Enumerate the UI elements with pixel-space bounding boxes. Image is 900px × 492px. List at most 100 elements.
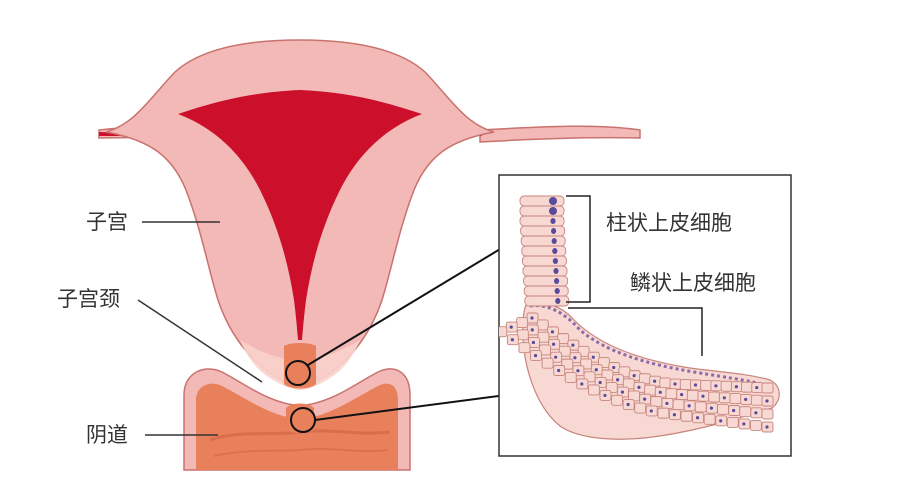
- nucleus: [653, 379, 657, 383]
- nucleus: [755, 385, 759, 390]
- nucleus: [632, 374, 636, 378]
- nucleus: [649, 409, 653, 413]
- squamous-cell: [665, 388, 678, 400]
- nucleus: [687, 404, 691, 408]
- squamous-cell: [741, 381, 754, 393]
- uterus-label: 子宫: [86, 210, 128, 234]
- nucleus: [555, 298, 561, 304]
- squamous-cell: [686, 389, 699, 401]
- nucleus: [722, 396, 726, 400]
- connector-line-top: [307, 227, 536, 366]
- nucleus: [550, 218, 556, 224]
- nucleus: [554, 288, 560, 294]
- squamous-cell: [761, 382, 774, 394]
- nucleus: [620, 390, 625, 394]
- nucleus: [573, 356, 577, 360]
- nucleus: [701, 394, 705, 398]
- squamous-cell: [564, 372, 577, 383]
- nucleus: [552, 248, 558, 254]
- nucleus: [594, 368, 598, 372]
- nucleus: [591, 355, 595, 359]
- nucleus: [742, 422, 746, 426]
- epithelium-illustration: [499, 195, 780, 440]
- nucleus: [603, 393, 607, 398]
- squamous-label: 鳞状上皮细胞: [630, 271, 756, 295]
- squamous-cell: [750, 394, 763, 406]
- squamous-cell: [557, 333, 570, 345]
- nucleus: [719, 419, 723, 423]
- nucleus: [765, 399, 769, 403]
- columnar-zone-circle: [285, 360, 311, 386]
- nucleus: [658, 390, 662, 394]
- nucleus: [531, 340, 536, 345]
- columnar-cell: [523, 275, 569, 287]
- nucleus: [637, 385, 641, 389]
- nucleus: [549, 197, 557, 205]
- squamous-cell: [703, 413, 716, 425]
- nucleus: [709, 406, 713, 410]
- squamous-cell: [729, 393, 742, 405]
- squamous-cell: [499, 326, 508, 338]
- nucleus: [673, 382, 677, 386]
- nucleus: [551, 228, 557, 234]
- nucleus: [693, 383, 698, 387]
- columnar-cell: [519, 205, 565, 217]
- nucleus: [533, 353, 538, 358]
- squamous-cell: [659, 377, 672, 389]
- nucleus: [549, 207, 557, 215]
- nucleus: [576, 369, 580, 373]
- nucleus: [510, 338, 514, 342]
- squamous-cell: [657, 407, 670, 419]
- nucleus: [665, 401, 669, 406]
- columnar-cell: [520, 225, 566, 237]
- nucleus: [714, 384, 718, 388]
- nucleus: [695, 416, 700, 420]
- squamous-cell: [634, 402, 647, 414]
- nucleus: [552, 342, 556, 346]
- squamous-cell: [708, 391, 721, 403]
- nucleus: [754, 411, 758, 415]
- columnar-cell: [523, 285, 569, 297]
- columnar-cell: [519, 195, 565, 207]
- nucleus: [550, 330, 555, 334]
- vagina-label: 阴道: [86, 423, 128, 447]
- vagina: [183, 368, 411, 471]
- columnar-label: 柱状上皮细胞: [606, 211, 732, 235]
- cervix-label: 子宫颈: [57, 287, 120, 311]
- nucleus: [626, 402, 630, 407]
- columnar-cell: [522, 265, 568, 277]
- nucleus: [509, 325, 513, 329]
- nucleus: [598, 380, 602, 385]
- nucleus: [672, 413, 677, 417]
- nucleus: [557, 368, 561, 373]
- squamous-cell: [650, 396, 663, 408]
- columnar-cell: [519, 215, 565, 227]
- squamous-cell: [720, 380, 733, 392]
- squamous-cell: [672, 399, 685, 411]
- nucleus: [580, 382, 584, 386]
- cervix-leader: [137, 299, 263, 383]
- nucleus: [551, 238, 557, 244]
- nucleus: [734, 385, 738, 389]
- nucleus: [612, 365, 616, 370]
- columnar-cell: [520, 235, 566, 247]
- columnar-cell: [524, 295, 570, 307]
- squamous-cell: [516, 317, 529, 328]
- squamous-cell: [539, 344, 552, 356]
- squamous-cell: [726, 416, 739, 428]
- squamous-cell: [761, 408, 774, 420]
- squamous-cell: [679, 379, 692, 390]
- squamous-cell: [536, 319, 549, 331]
- squamous-cell: [717, 403, 729, 415]
- nucleus: [553, 268, 559, 274]
- columnar-cell: [521, 245, 567, 257]
- squamous-cell: [644, 384, 657, 396]
- nucleus: [530, 316, 534, 320]
- nucleus: [765, 425, 769, 429]
- squamous-cell: [749, 420, 762, 431]
- nucleus: [554, 278, 560, 284]
- nucleus: [552, 258, 559, 264]
- nucleus: [571, 343, 575, 347]
- squamous-cell: [516, 329, 529, 341]
